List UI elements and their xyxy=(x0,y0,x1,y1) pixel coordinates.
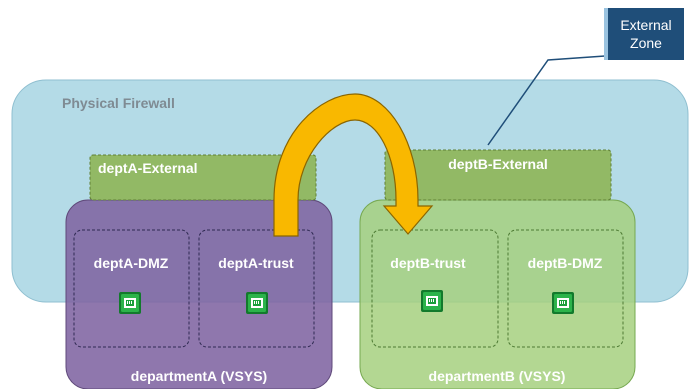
network-port-icon xyxy=(246,292,268,314)
dept-a-dmz-zone xyxy=(73,229,190,348)
network-port-icon xyxy=(119,292,141,314)
external-zone-callout-line2: Zone xyxy=(630,35,662,51)
dept-b-dmz-zone xyxy=(507,229,624,348)
external-zone-leader-line xyxy=(487,55,606,146)
dept-a-dmz-label: deptA-DMZ xyxy=(94,255,169,271)
external-zone-callout-line1: External xyxy=(620,17,672,33)
physical-firewall-label: Physical Firewall xyxy=(62,95,175,111)
department-b-vsys-label: departmentB (VSYS) xyxy=(429,368,566,384)
department-a-vsys-label: departmentA (VSYS) xyxy=(131,368,267,384)
network-port-icon xyxy=(421,290,443,312)
external-zone-callout: External Zone xyxy=(604,8,684,60)
dept-b-external-label: deptB-External xyxy=(448,156,548,172)
dept-a-external-label: deptA-External xyxy=(98,160,198,176)
network-port-icon xyxy=(552,292,574,314)
dept-a-external-zone xyxy=(89,154,317,201)
department-b-vsys-box xyxy=(359,199,636,389)
dept-b-trust-label: deptB-trust xyxy=(390,255,466,271)
dept-b-external-zone xyxy=(384,149,612,201)
inter-vsys-flow-arrow xyxy=(273,93,434,237)
dept-b-dmz-label: deptB-DMZ xyxy=(528,255,603,271)
dept-a-trust-zone xyxy=(198,229,315,348)
dept-a-trust-label: deptA-trust xyxy=(218,255,294,271)
dept-b-trust-zone xyxy=(371,229,499,348)
